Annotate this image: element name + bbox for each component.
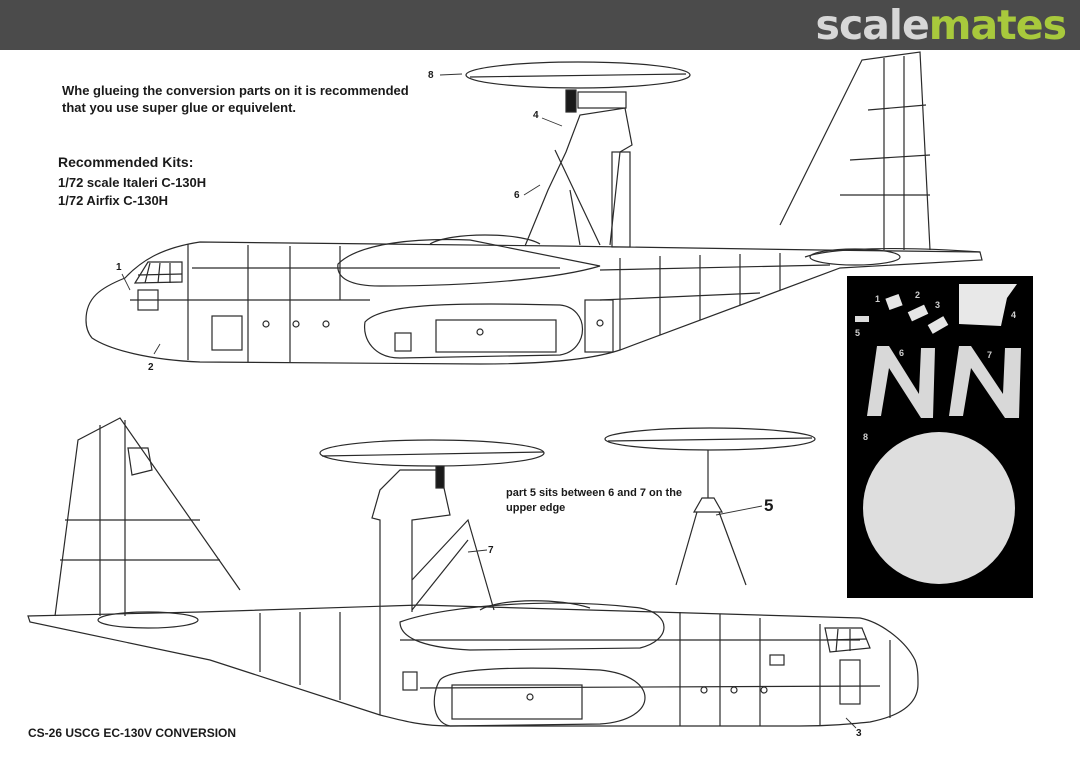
kit-item-airfix: 1/72 Airfix C-130H [58, 193, 169, 208]
callout-8: 8 [428, 70, 434, 81]
photo-label-8: 8 [863, 432, 869, 442]
callout-5-large: 5 [764, 496, 774, 515]
photo-part-8-rotodome [863, 432, 1015, 584]
callout-6: 6 [514, 190, 520, 201]
scalemates-logo[interactable]: scalemates [815, 1, 1067, 49]
callout-leaders [121, 73, 857, 729]
photo-label-3: 3 [935, 300, 941, 310]
logo-text-mates: mates [928, 1, 1067, 49]
photo-part-4 [959, 284, 1017, 326]
callout-4: 4 [533, 110, 539, 121]
photo-label-1: 1 [875, 294, 881, 304]
parts-photo-illustration [855, 284, 1021, 584]
photo-part-2 [907, 304, 929, 322]
photo-part-7 [949, 346, 1021, 418]
callout-1: 1 [116, 262, 122, 273]
callout-2: 2 [148, 362, 154, 373]
part-5-detail [604, 427, 816, 586]
callout-3: 3 [856, 728, 862, 739]
photo-label-7: 7 [987, 350, 993, 360]
photo-label-4: 4 [1011, 310, 1017, 320]
upper-aircraft-profile [85, 51, 983, 365]
photo-part-1 [885, 293, 903, 311]
photo-label-6: 6 [899, 348, 905, 358]
recommended-kits-heading: Recommended Kits: [58, 154, 194, 170]
aircraft-line-drawing [27, 51, 983, 729]
lower-aircraft-profile [27, 417, 919, 727]
glue-instruction-note: Whe glueing the conversion parts on it i… [62, 83, 409, 115]
logo-text-scale: scale [815, 1, 930, 49]
callout-7: 7 [488, 545, 494, 556]
resin-parts-photo: 1 2 3 4 5 6 7 8 [847, 276, 1033, 598]
photo-label-5: 5 [855, 328, 861, 338]
part5-placement-note: part 5 sits between 6 and 7 on the upper… [506, 487, 683, 514]
conversion-title: CS-26 USCG EC-130V CONVERSION [28, 726, 237, 740]
photo-part-5 [855, 316, 869, 322]
header-bar: scalemates [0, 0, 1080, 50]
photo-part-6 [867, 346, 935, 418]
photo-part-3 [927, 316, 949, 334]
kit-item-italeri: 1/72 scale Italeri C-130H [58, 175, 207, 190]
photo-label-2: 2 [915, 290, 921, 300]
